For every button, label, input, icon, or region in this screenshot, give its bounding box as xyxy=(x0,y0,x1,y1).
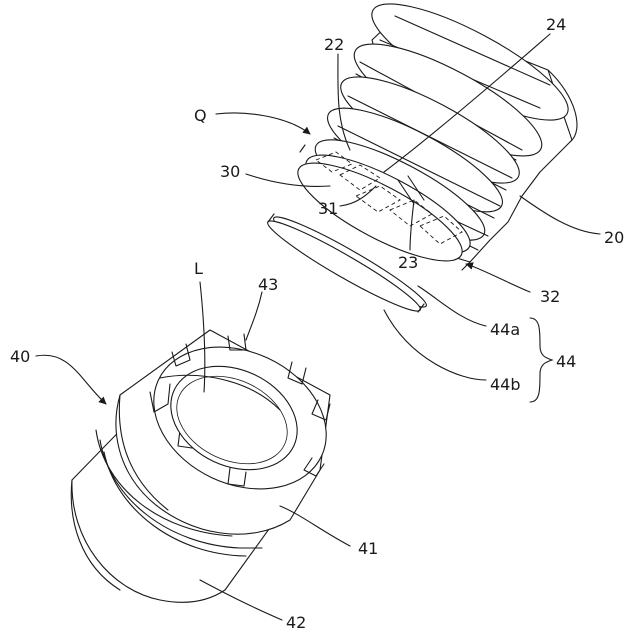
label-31: 31 xyxy=(318,199,338,218)
label-41: 41 xyxy=(358,539,378,558)
label-l: L xyxy=(194,259,203,278)
brace-44 xyxy=(530,318,552,402)
leader-42 xyxy=(200,580,282,620)
label-44b: 44b xyxy=(490,375,521,394)
label-23: 23 xyxy=(398,253,418,272)
label-q: Q xyxy=(194,106,207,125)
label-24: 24 xyxy=(546,15,566,34)
label-40: 40 xyxy=(10,347,30,366)
leader-40 xyxy=(36,355,106,404)
label-32: 32 xyxy=(540,287,560,306)
leader-q xyxy=(216,113,310,134)
label-20: 20 xyxy=(604,228,624,247)
label-42: 42 xyxy=(286,613,306,632)
label-43: 43 xyxy=(258,275,278,294)
cap-40 xyxy=(71,320,349,602)
leader-43 xyxy=(246,292,262,340)
label-30: 30 xyxy=(220,162,240,181)
leader-44a xyxy=(418,286,486,326)
leader-32 xyxy=(466,264,530,292)
label-22: 22 xyxy=(324,35,344,54)
label-44: 44 xyxy=(556,352,576,371)
label-44a: 44a xyxy=(490,320,520,339)
leader-20 xyxy=(520,196,600,234)
